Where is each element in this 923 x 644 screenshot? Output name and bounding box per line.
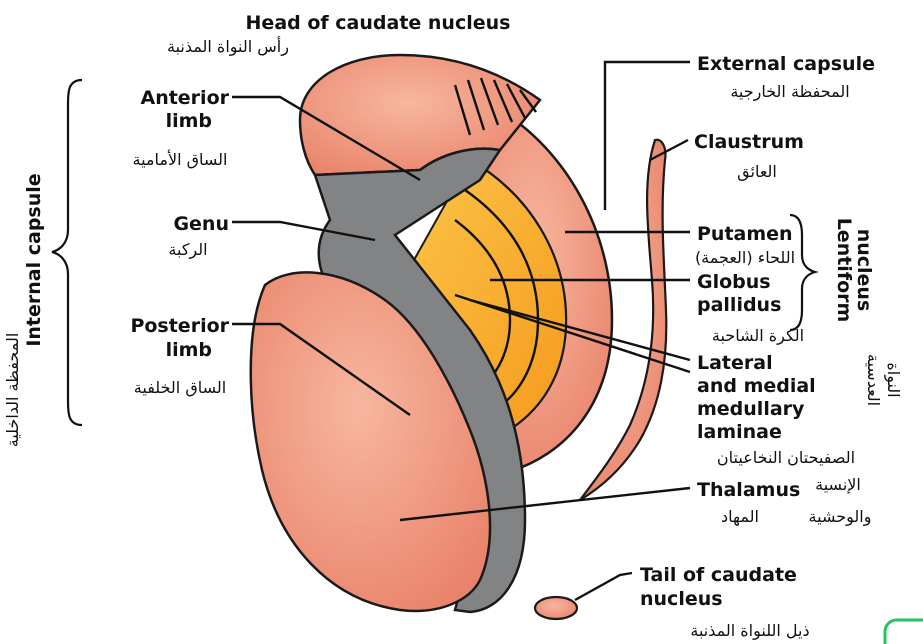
putamen-label: Putamen [697, 223, 793, 245]
internal-capsule-brace [52, 80, 82, 425]
laminae-label-ar-line2: الإنسية [815, 475, 861, 494]
tail-caudate-leader [575, 573, 632, 600]
laminae-label-line4: laminae [697, 421, 782, 443]
tail-caudate-label-line1: Tail of caudate [640, 564, 797, 586]
anterior-limb-label-line2: limb [166, 110, 212, 132]
claustrum-label: Claustrum [694, 131, 804, 153]
laminae-label-ar-line1: الصفيحتان النخاعيتان [717, 448, 855, 467]
genu-label: Genu [173, 213, 229, 235]
tail-caudate-label-ar: ذيل اللنواة المذنبة [690, 621, 809, 641]
tail-of-caudate-shape [535, 597, 577, 619]
thalamus-label: Thalamus [697, 479, 800, 501]
globus-pallidus-label-ar: الكرة الشاحبة [712, 326, 804, 346]
internal-capsule-label-ar: المحفظة الداخلية [3, 333, 22, 448]
corner-accent-shape [885, 620, 923, 644]
globus-pallidus-label-line1: Globus [697, 271, 771, 293]
lentiform-label-line1: Lentiform [833, 218, 855, 323]
external-capsule-label: External capsule [697, 53, 875, 75]
head-caudate-label-ar: رأس النواة المذنبة [167, 36, 289, 57]
lentiform-label-ar-line2: العدسية [864, 354, 883, 406]
posterior-limb-label-line2: limb [166, 339, 212, 361]
laminae-label-line3: medullary [697, 398, 805, 420]
claustrum-label-ar: العائق [737, 162, 777, 182]
laminae-label-line1: Lateral [697, 352, 773, 374]
laminae-label-line2: and medial [697, 375, 816, 397]
lentiform-label-ar-line1: النواة [883, 362, 903, 397]
posterior-limb-label-line1: Posterior [130, 315, 229, 337]
lentiform-label-line2: nucleus [853, 229, 875, 312]
putamen-label-ar: اللحاء (العجمة) [695, 248, 795, 267]
posterior-limb-label-ar: الساق الخلفية [134, 378, 226, 397]
internal-capsule-label: Internal capsule [23, 173, 45, 346]
anterior-limb-label-line1: Anterior [140, 87, 229, 109]
lentiform-brace [790, 215, 815, 330]
laminae-label-ar-line3: والوحشية [809, 507, 872, 527]
genu-label-ar: الركبة [168, 240, 207, 260]
thalamus-label-ar: المهاد [721, 507, 759, 527]
head-caudate-label: Head of caudate nucleus [246, 12, 511, 34]
tail-caudate-label-line2: nucleus [640, 588, 723, 610]
anterior-limb-label-ar: الساق الأمامية [133, 149, 228, 169]
external-capsule-label-ar: المحفظة الخارجية [730, 82, 849, 102]
globus-pallidus-label-line2: pallidus [697, 294, 781, 316]
